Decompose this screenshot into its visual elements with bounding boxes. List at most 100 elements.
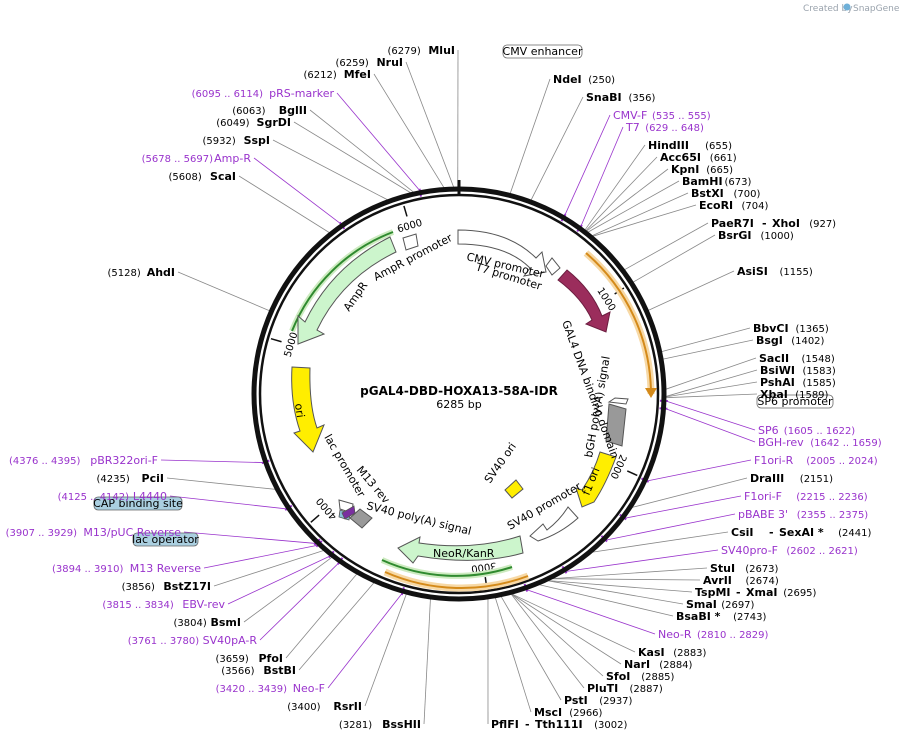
- leader-line: [238, 175, 330, 233]
- label-position: (1000): [761, 231, 794, 242]
- site-label-bsshii: BssHII(3281): [339, 718, 421, 731]
- label-name: CMV-F: [613, 109, 647, 122]
- leader-line: [624, 495, 742, 519]
- leader-line: [373, 73, 445, 188]
- label-position: (2673): [745, 564, 778, 575]
- label-name: T7: [625, 121, 640, 134]
- primer-label-sp6: SP6(1605 .. 1622): [758, 424, 855, 437]
- label-name: SV40pA-R: [203, 634, 258, 647]
- callout-sp6-promoter: SP6 promoter: [756, 394, 834, 409]
- leader-line: [530, 96, 584, 201]
- leader-lines: [160, 49, 758, 725]
- site-label-draiii: DraIII(2151): [750, 472, 833, 485]
- site-label-sfoi: SfoI(2885): [606, 670, 675, 683]
- label-position: (6279): [388, 46, 421, 57]
- label-name: AsiSI: [737, 265, 768, 278]
- leader-line: [169, 495, 287, 510]
- label-position: (3400): [287, 702, 320, 713]
- label-name: SmaI: [686, 598, 717, 611]
- label-dash: -: [525, 718, 530, 731]
- label-position: (2743): [733, 612, 766, 623]
- primer-label-cmv-f: CMV-F(535 .. 555): [613, 109, 711, 122]
- label-name: CsiI: [731, 526, 753, 539]
- label-name: SspI: [244, 134, 270, 147]
- leader-line: [272, 139, 388, 201]
- label-name: SP6: [758, 424, 779, 437]
- label-position: (6095 .. 6114): [192, 89, 264, 100]
- label-name: TspMI: [695, 586, 731, 599]
- label-name: XbaI: [760, 388, 788, 401]
- site-label-bstz17i: BstZ17I(3856): [122, 580, 211, 593]
- leader-line: [665, 369, 758, 397]
- leader-line: [227, 555, 331, 605]
- label-position: (4235): [97, 474, 130, 485]
- leader-line: [539, 584, 674, 617]
- site-label-mlui: MluI(6279): [388, 44, 455, 57]
- site-label-bsmi: BsmI(3804): [174, 616, 241, 629]
- leader-line: [511, 593, 636, 653]
- leader-line: [584, 144, 646, 231]
- label-name: BbvCI: [753, 322, 789, 335]
- orf-upper: [585, 252, 652, 395]
- tick-mark: [270, 337, 282, 343]
- leader-line: [253, 157, 342, 225]
- label-position: (2937): [599, 696, 632, 707]
- leader-line: [661, 327, 751, 353]
- label-position: (3761 .. 3780): [128, 636, 200, 647]
- primer-label-pbabe-3-: pBABE 3'(2355 .. 2375): [738, 508, 868, 521]
- label-position: (673): [725, 177, 752, 188]
- leader-line: [564, 114, 611, 217]
- site-label-bsiwi: BsiWI(1583): [760, 364, 836, 377]
- feature-f1-ori: [575, 451, 617, 508]
- label-name: XmaI: [746, 586, 777, 599]
- label-name: Neo-F: [293, 682, 325, 695]
- leader-line: [511, 593, 604, 677]
- label-name: PfoI: [259, 652, 284, 665]
- site-label-bamhi: BamHI(673): [682, 175, 751, 188]
- leader-line: [552, 567, 708, 580]
- credit-brand: SnapGene: [853, 4, 900, 14]
- feature-sv40-polya: [349, 508, 373, 529]
- label-position: (5608): [169, 172, 202, 183]
- site-label-pflfi: PflFI: [491, 718, 519, 731]
- label-name: NdeI: [553, 73, 582, 86]
- leader-line: [646, 459, 752, 482]
- label-name: KasI: [638, 646, 665, 659]
- callout-text: CAP binding site: [93, 497, 183, 510]
- site-label-kpni: KpnI(665): [671, 163, 733, 176]
- label-name: ScaI: [210, 170, 236, 183]
- site-label-bsabi-: BsaBI *(2743): [676, 610, 766, 623]
- site-label-nari: NarI(2884): [624, 658, 693, 671]
- site-label-ecori: EcoRI(704): [699, 199, 768, 212]
- site-label-ndei: NdeI(250): [553, 73, 615, 86]
- label-position: (629 .. 648): [645, 123, 704, 134]
- leader-line: [336, 92, 421, 191]
- leader-line: [293, 121, 411, 194]
- leader-line: [632, 234, 716, 283]
- primer-label-f1ori-r: F1ori-R(2005 .. 2024): [754, 454, 878, 467]
- label-position: (700): [734, 189, 761, 200]
- leader-line: [592, 204, 697, 237]
- leader-line: [177, 271, 270, 312]
- label-name: EBV-rev: [182, 598, 225, 611]
- label-name: BglII: [279, 104, 307, 117]
- label-name: Neo-R: [658, 628, 692, 641]
- primer-label-pbr322ori-f: pBR322ori-F(4376 .. 4395): [9, 454, 158, 467]
- primer-label-ebv-rev: EBV-rev(3815 .. 3834): [102, 598, 225, 611]
- orf-lower-orange: [384, 571, 529, 590]
- site-label-sspi: SspI(5932): [203, 134, 270, 147]
- label-name: BstZ17I: [163, 580, 211, 593]
- label-position: (1402): [791, 336, 824, 347]
- label-position: (3804): [174, 618, 207, 629]
- feature-cmv-promoter: [457, 229, 547, 277]
- site-label-tspmi: TspMI: [695, 586, 731, 599]
- label-name: pRS-marker: [269, 87, 334, 100]
- primer-label-l4440: L4440(4125 .. 4142): [58, 490, 167, 503]
- label-name: MscI: [534, 706, 562, 719]
- callout-lac-operator: lac operator: [132, 532, 199, 547]
- feature-bgh-polya: [605, 403, 627, 447]
- label-neor: NeoR/KanR: [433, 547, 495, 560]
- leader-line: [510, 594, 585, 689]
- feature-gal4-dbd: [557, 269, 611, 333]
- callout-text: lac operator: [132, 533, 199, 546]
